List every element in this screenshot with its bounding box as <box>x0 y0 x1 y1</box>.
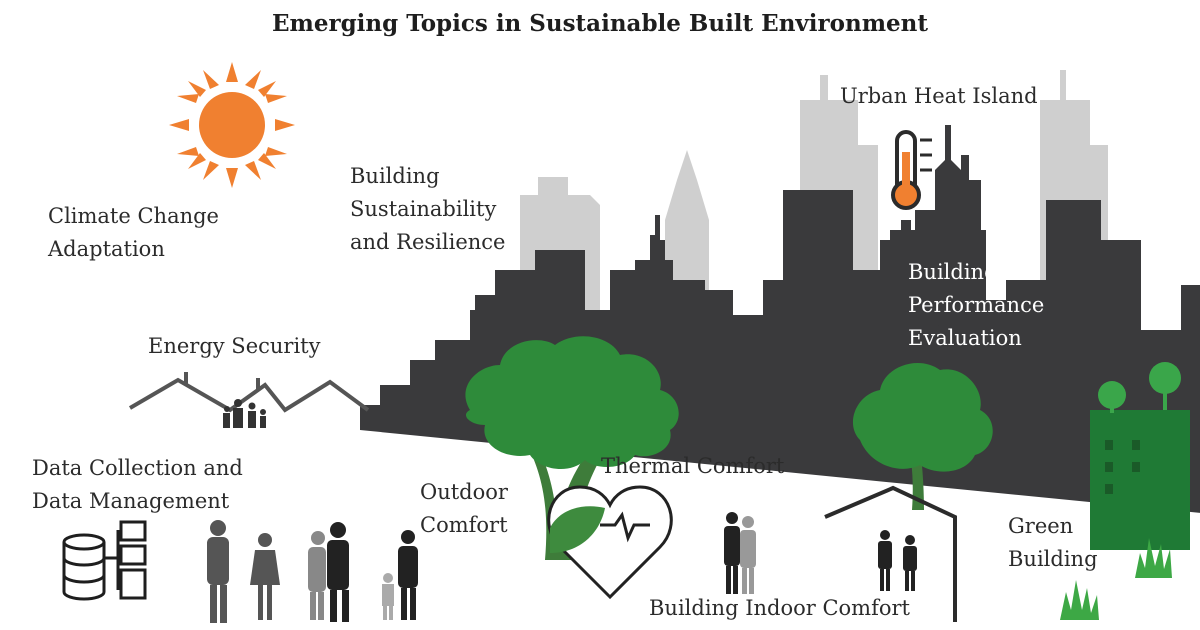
people-silhouettes <box>207 512 917 623</box>
houses-outline <box>128 372 370 413</box>
diagram-title: Emerging Topics in Sustainable Built Env… <box>271 10 929 37</box>
label-data-collection: Data Collection and Data Management <box>32 456 243 513</box>
label-building-indoor-comfort: Building Indoor Comfort <box>649 596 910 620</box>
thermometer-icon <box>891 130 932 210</box>
label-urban-heat-island: Urban Heat Island <box>840 84 1038 108</box>
heart-leaf-icon <box>547 485 673 600</box>
label-outdoor-comfort: Outdoor Comfort <box>420 480 508 537</box>
tree-right <box>852 362 993 510</box>
label-building-sustainability: Building Sustainability and Resilience <box>350 164 506 254</box>
label-energy-security: Energy Security <box>148 334 321 358</box>
label-thermal-comfort: Thermal Comfort <box>601 454 785 478</box>
grass-icon <box>1060 538 1172 620</box>
sun-icon <box>169 62 295 188</box>
label-building-performance: Building Performance Evaluation <box>908 260 1045 350</box>
label-green-building: Green Building <box>1008 514 1098 571</box>
house-outline <box>824 485 957 622</box>
green-building <box>1090 362 1190 550</box>
database-icon <box>62 520 147 601</box>
label-climate-change: Climate Change Adaptation <box>48 204 219 261</box>
family-icon <box>223 399 266 428</box>
